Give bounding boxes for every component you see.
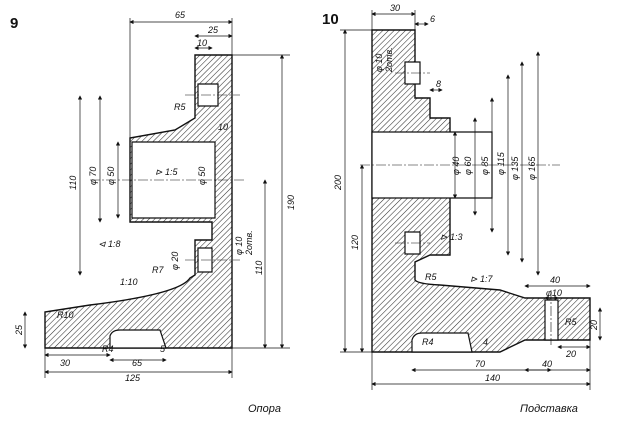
fig10-dim-phi10b: φ10 [546, 288, 562, 298]
fig10-holes: 2отв. [384, 47, 394, 73]
fig10-dim-4: 4 [483, 337, 488, 347]
figure-10-number: 10 [322, 11, 339, 28]
fig10-dim-phi165: φ 165 [527, 156, 537, 180]
figure-10-section [371, 29, 591, 353]
fig9-dim-h190: 190 [286, 195, 296, 210]
fig9-dim-65: 65 [175, 10, 186, 20]
fig9-r10: R10 [57, 310, 74, 320]
fig10-dim-w70: 70 [475, 359, 485, 369]
fig9-dim-w5: 5 [160, 344, 166, 354]
fig9-dim-10b: 10 [218, 122, 228, 132]
fig9-dim-phi70: φ 70 [88, 167, 98, 185]
fig9-dim-h110: 110 [68, 176, 78, 190]
fig9-dim-w125: 125 [125, 373, 141, 383]
figure-9: 9 65 25 10 R5 10 [10, 10, 296, 415]
fig9-holes: 2отв. [244, 230, 254, 256]
fig10-dim-h120: 120 [350, 235, 360, 250]
fig10-dim-8: 8 [436, 79, 441, 89]
fig10-dim-phi60: φ 60 [463, 157, 473, 175]
fig9-dim-phi50a: φ 50 [106, 167, 116, 185]
fig10-dim-phi40: φ 40 [451, 157, 461, 175]
fig10-dim-w20: 20 [565, 349, 576, 359]
figure-10: 10 30 6 φ 10 [322, 3, 603, 415]
fig10-r5b: R5 [565, 317, 577, 327]
fig10-dim-phi135: φ 135 [510, 156, 520, 180]
fig9-slope-1-8: ⊲ 1:8 [98, 239, 121, 249]
figure-9-number: 9 [10, 15, 18, 32]
fig10-r5: R5 [425, 272, 437, 282]
fig10-r4: R4 [422, 337, 434, 347]
fig9-r7: R7 [152, 265, 164, 275]
fig10-dim-w40: 40 [542, 359, 552, 369]
figure-10-foot-notch [411, 332, 473, 353]
fig10-taper-1-3: ⊳ 1:3 [440, 232, 463, 242]
fig9-taper: ⊳ 1:5 [155, 167, 179, 177]
fig10-dim-h20: 20 [589, 320, 599, 331]
fig9-r4: R4 [102, 344, 114, 354]
fig10-dim-w140: 140 [485, 373, 500, 383]
fig10-dim-h200: 200 [333, 175, 343, 191]
fig10-dim-phi10: φ 10 [374, 54, 384, 72]
fig10-slope-1-7: ⊳ 1:7 [470, 274, 494, 284]
fig9-dim-r5: R5 [174, 102, 186, 112]
fig9-dim-h25: 25 [14, 324, 24, 336]
fig9-dim-w30: 30 [60, 358, 70, 368]
fig9-dim-phi10: φ 10 [234, 237, 244, 255]
fig10-dim-40a: 40 [550, 275, 560, 285]
figure-10-caption: Подставка [520, 403, 578, 415]
fig9-dim-phi50b: φ 50 [197, 167, 207, 185]
fig9-dim-w65: 65 [132, 358, 143, 368]
figure-9-caption: Опора [248, 403, 281, 415]
fig10-dim-30: 30 [390, 3, 400, 13]
fig9-slope-1-10: 1:10 [120, 277, 138, 287]
fig9-dim-25: 25 [207, 25, 219, 35]
fig9-dim-h110b: 110 [254, 261, 264, 275]
fig10-dim-6: 6 [430, 14, 435, 24]
fig10-dim-phi115: φ 115 [496, 151, 506, 175]
fig9-dim-10a: 10 [197, 38, 207, 48]
figure-9-foot-notch [109, 329, 167, 349]
fig10-dim-phi85: φ 85 [480, 156, 490, 175]
figure-10-foot-hole [544, 299, 559, 341]
fig9-dim-phi20: φ 20 [170, 252, 180, 270]
